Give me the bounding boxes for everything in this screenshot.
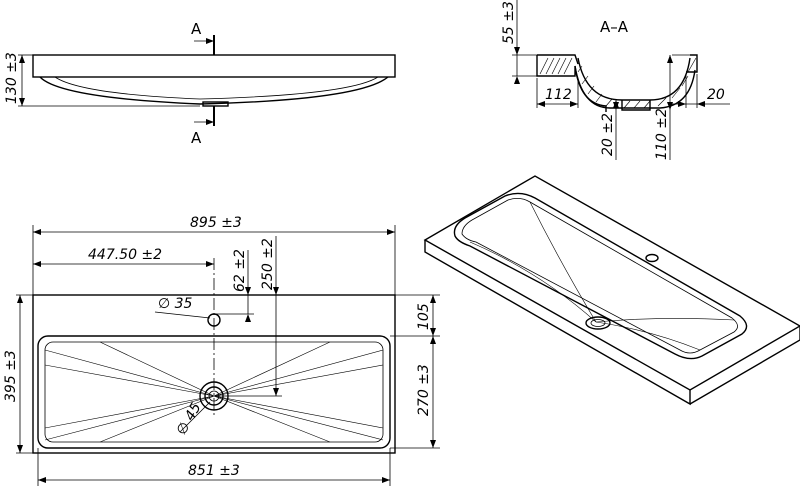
- dim-rim-20: 20: [707, 87, 725, 103]
- bowl-folds: [44, 341, 384, 443]
- dim-width-895: 895 ±3: [190, 215, 242, 231]
- section-title: A–A: [600, 18, 629, 36]
- dim-tap-250: 250 ±2: [260, 238, 276, 290]
- hatch-left: [539, 57, 697, 109]
- section-marker-bottom: A: [191, 129, 202, 147]
- dim-height-130: 130 ±3: [4, 52, 20, 104]
- dim-bowl-851: 851 ±3: [188, 463, 240, 479]
- dim-rim-55: 55 ±3: [501, 1, 517, 44]
- isometric-view: [423, 175, 800, 406]
- dim-drain-diameter: ∅ 45: [174, 400, 205, 438]
- dim-back-105: 105: [416, 303, 432, 330]
- section-view: A–A: [501, 0, 730, 160]
- dim-offset-112: 112: [545, 87, 572, 103]
- dim-half-447: 447.50 ±2: [88, 247, 162, 263]
- section-marker-top: A: [191, 20, 202, 38]
- dim-depth-110: 110 ±2: [654, 108, 670, 160]
- top-view: 895 ±3 447.50 ±2 62 ±2 250 ±2 ∅ 35 ∅ 45 …: [3, 215, 440, 486]
- dim-front-270: 270 ±3: [416, 364, 432, 416]
- dim-tap-diameter: ∅ 35: [158, 296, 193, 312]
- dim-depth-395: 395 ±3: [3, 350, 19, 402]
- dim-bottom-20: 20 ±2: [600, 113, 616, 156]
- dim-tap-62: 62 ±2: [232, 249, 248, 292]
- front-view: 130 ±3 A A: [4, 20, 396, 147]
